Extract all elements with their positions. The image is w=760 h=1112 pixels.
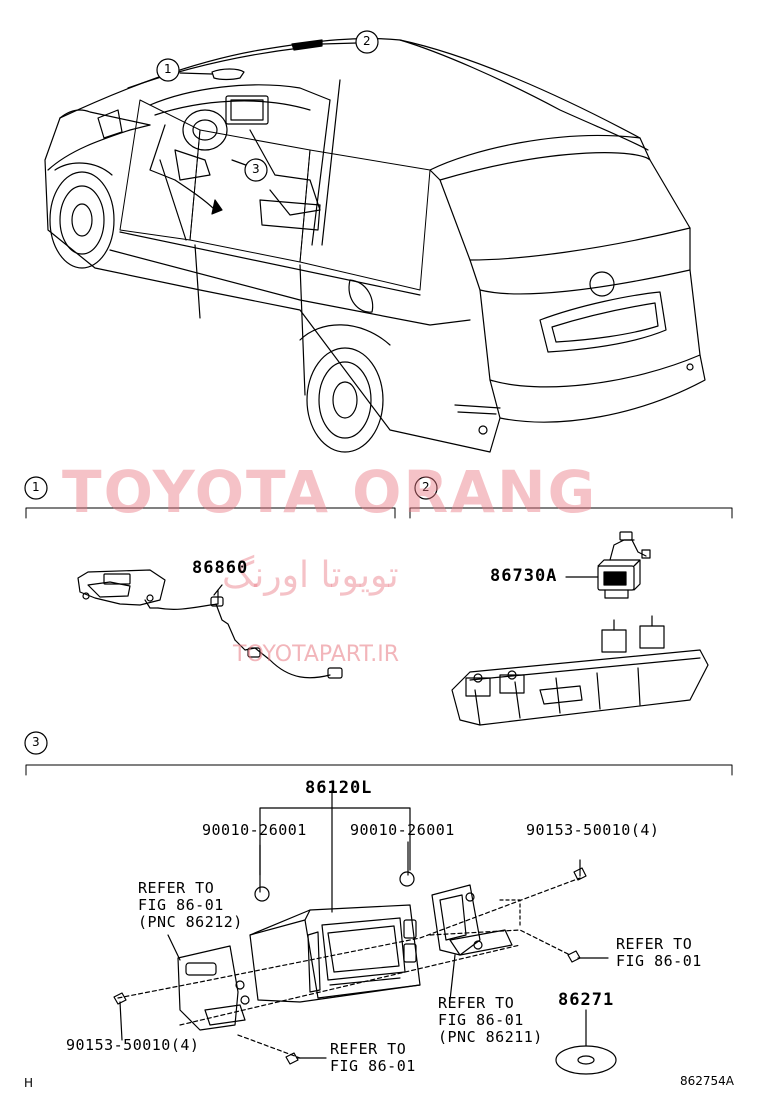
nav-unit-assembly (113, 789, 617, 1075)
watermark-url: TOYOTAPART.IR (233, 642, 400, 667)
ref-note-middle: REFER TO FIG 86-01 (PNC 86211) (438, 994, 543, 1046)
ref-note-right: REFER TO FIG 86-01 (616, 935, 702, 970)
ref-note-left: REFER TO FIG 86-01 (PNC 86212) (138, 879, 243, 931)
part-label-screw-right: 90010-26001 (350, 821, 455, 839)
callout-1: 1 (164, 62, 172, 76)
callout-3: 3 (252, 162, 260, 176)
part-label-86860: 86860 (192, 558, 249, 578)
watermark-persian: تویوتا اورنگ (222, 555, 399, 596)
watermark-title: TOYOTA ORANG (62, 458, 598, 526)
vehicle-illustration (44, 37, 706, 453)
section-marker-3: 3 (32, 735, 40, 749)
part-label-bolt-top-right: 90153-50010(4) (526, 821, 660, 839)
section-brackets (25, 507, 733, 776)
callout-2: 2 (363, 34, 371, 48)
figure-id: 862754A (680, 1074, 735, 1088)
mounting-rail (451, 615, 709, 726)
module-86730A (565, 531, 651, 599)
footer-code: H (24, 1076, 34, 1090)
camera-assembly-86860 (77, 569, 343, 679)
callout-circles (24, 30, 438, 755)
ref-note-bottom: REFER TO FIG 86-01 (330, 1040, 416, 1075)
part-label-screw-left: 90010-26001 (202, 821, 307, 839)
part-label-86120L: 86120L (305, 778, 373, 798)
section-marker-2: 2 (422, 480, 430, 494)
section-marker-1: 1 (32, 480, 40, 494)
part-label-86730A: 86730A (490, 566, 558, 586)
part-label-bolt-bottom-left: 90153-50010(4) (66, 1036, 200, 1054)
part-label-86271: 86271 (558, 990, 615, 1010)
